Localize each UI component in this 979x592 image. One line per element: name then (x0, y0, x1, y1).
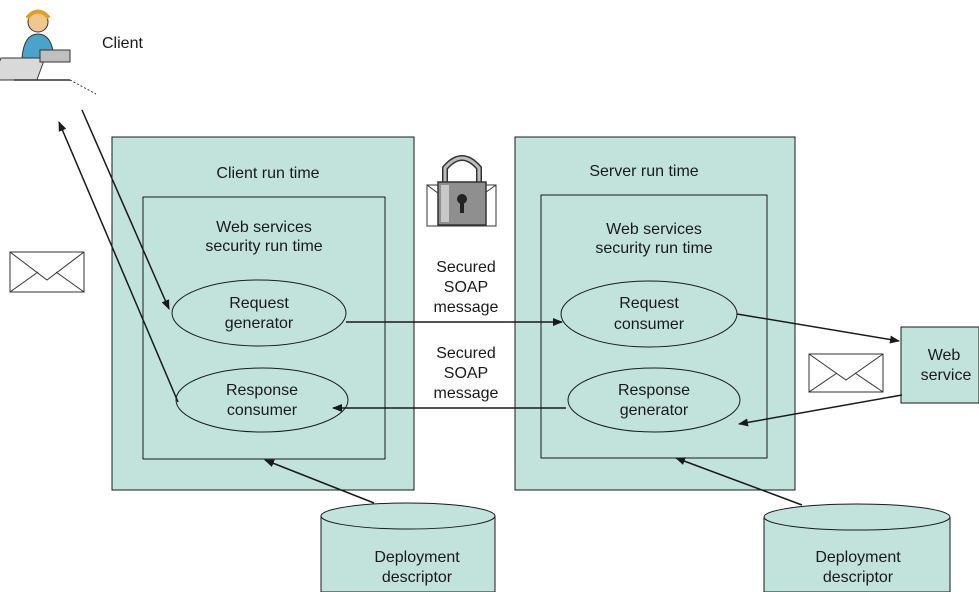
client-label: Client (102, 35, 143, 52)
arrow-request-consumer-to-web-service (736, 313, 900, 344)
envelope-icon-right (808, 353, 884, 393)
arrow-web-service-to-response-generator (738, 394, 903, 427)
response-generator-node (567, 367, 741, 433)
response-message-line1: Secured (436, 345, 496, 362)
client-deployment-descriptor (320, 502, 496, 592)
web-service-line1: Web (928, 347, 961, 364)
request-generator-line2: generator (225, 315, 294, 332)
request-consumer-node (560, 280, 738, 348)
request-message-line2: SOAP (444, 279, 488, 296)
client-runtime-title: Client run time (216, 165, 319, 182)
user-at-computer-icon (0, 9, 97, 95)
envelope-icon-left (9, 251, 85, 293)
response-generator-line1: Response (618, 382, 690, 399)
client-descriptor-line2: descriptor (382, 569, 453, 586)
arrow-client-descriptor-to-client-runtime (264, 459, 375, 504)
request-consumer-line1: Request (619, 295, 679, 312)
client-security-runtime-line1: Web services (216, 219, 312, 236)
server-security-runtime-line2: security run time (595, 240, 712, 257)
arrow-client-to-request-generator (81, 109, 170, 310)
server-descriptor-line2: descriptor (823, 569, 894, 586)
response-consumer-node (175, 367, 349, 433)
padlock-envelope-icon (426, 155, 497, 227)
response-message-line3: message (434, 385, 499, 402)
arrow-response-consumer-to-client (58, 121, 179, 403)
server-security-runtime-line1: Web services (606, 221, 702, 238)
server-deployment-descriptor (763, 503, 951, 592)
request-message-line3: message (434, 299, 499, 316)
response-message-line2: SOAP (444, 365, 488, 382)
request-consumer-line2: consumer (614, 316, 685, 333)
client-security-runtime-line2: security run time (205, 238, 322, 255)
client-descriptor-line1: Deployment (374, 549, 460, 566)
arrow-server-descriptor-to-server-runtime (675, 457, 803, 506)
web-service-box (900, 326, 979, 404)
server-runtime-title: Server run time (589, 163, 698, 180)
server-descriptor-line1: Deployment (815, 549, 901, 566)
request-message-line1: Secured (436, 259, 496, 276)
response-consumer-line2: consumer (227, 402, 298, 419)
response-generator-line2: generator (620, 402, 689, 419)
response-consumer-line1: Response (226, 382, 298, 399)
request-generator-line1: Request (229, 295, 289, 312)
request-generator-node (171, 279, 347, 347)
web-service-line2: service (921, 367, 972, 384)
